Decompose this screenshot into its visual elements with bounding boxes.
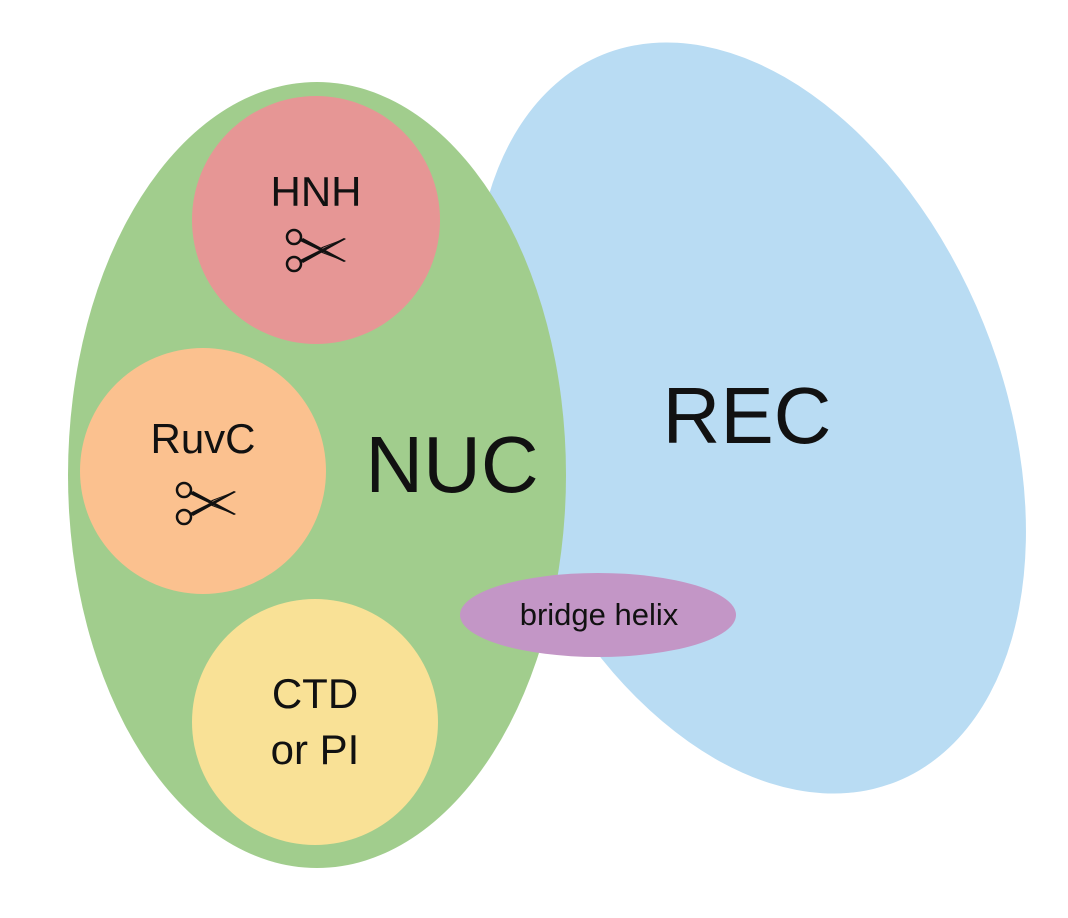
- bridge-helix-label: bridge helix: [520, 597, 679, 632]
- bridge-helix-domain: bridge helix: [460, 573, 736, 657]
- ruvc-domain: RuvC: [80, 348, 326, 594]
- ruvc-label: RuvC: [150, 415, 255, 462]
- hnh-label: HNH: [271, 168, 362, 215]
- ctd-pi-domain: CTD or PI: [192, 599, 438, 845]
- rec-label: REC: [663, 371, 832, 460]
- nuc-label: NUC: [365, 420, 538, 509]
- hnh-domain: HNH: [192, 96, 440, 344]
- ctd-label-line2: or PI: [271, 726, 360, 773]
- ctd-label-line1: CTD: [272, 670, 358, 717]
